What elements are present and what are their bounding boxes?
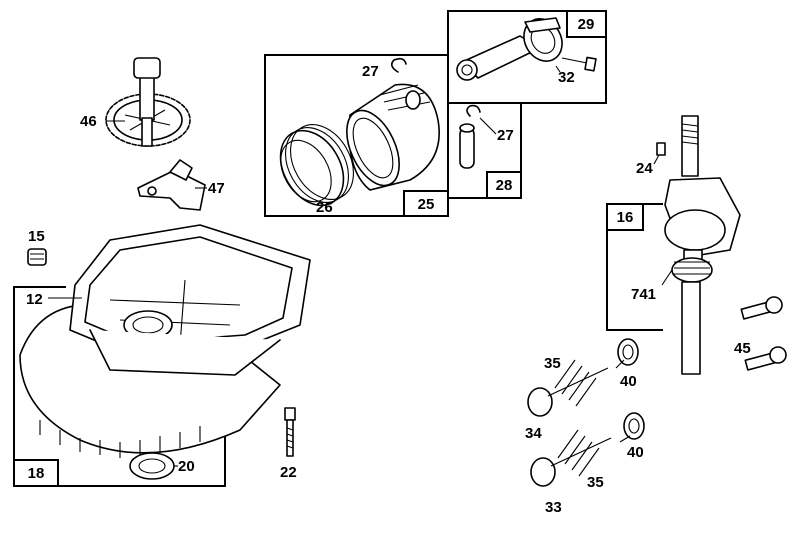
callout-35-lower: 35	[587, 474, 604, 491]
callout-18: 18	[28, 465, 45, 482]
callout-box-29	[566, 10, 607, 38]
callout-22: 22	[280, 464, 297, 481]
callout-box-18	[13, 459, 59, 487]
valve-retainer-lower	[623, 412, 645, 440]
crankshaft-key	[656, 142, 666, 156]
callout-26: 26	[316, 199, 333, 216]
callout-45: 45	[734, 340, 751, 357]
callout-32: 32	[558, 69, 575, 86]
valve-retainer-upper	[617, 338, 639, 366]
engine-sump	[19, 224, 311, 458]
callout-27-pin: 27	[497, 127, 514, 144]
exhaust-valve	[527, 367, 609, 417]
callout-25: 25	[418, 196, 435, 213]
valve-tappets	[740, 296, 787, 371]
callout-24: 24	[636, 160, 653, 177]
callout-46: 46	[80, 113, 97, 130]
valve-spring-lower	[557, 429, 600, 477]
callout-15: 15	[28, 228, 45, 245]
callout-box-28	[486, 171, 522, 199]
leader-lines	[48, 65, 673, 467]
callout-20: 20	[178, 458, 195, 475]
callout-29: 29	[578, 16, 595, 33]
callout-40-upper: 40	[620, 373, 637, 390]
callout-33: 33	[545, 499, 562, 516]
piston-pin-clip-top	[390, 57, 407, 73]
piston-pin	[459, 123, 475, 169]
callout-box-16	[606, 203, 644, 231]
piston-rings	[279, 124, 354, 207]
callout-16: 16	[617, 209, 634, 226]
rod-bolt	[561, 56, 597, 72]
callout-28: 28	[496, 177, 513, 194]
valve-spring-upper	[554, 359, 597, 407]
sump-bolt	[284, 407, 296, 457]
connecting-rod	[456, 17, 563, 81]
crankshaft	[664, 115, 741, 375]
intake-valve	[530, 437, 612, 487]
group-frame-25	[264, 54, 449, 217]
callout-741: 741	[631, 286, 656, 303]
callout-box-25	[403, 190, 449, 217]
governor-bracket	[137, 159, 206, 211]
callout-27-top: 27	[362, 63, 379, 80]
oil-drain-plug	[27, 248, 47, 266]
piston-pin-clip	[466, 104, 481, 117]
callout-12: 12	[26, 291, 43, 308]
oil-seal	[129, 452, 175, 480]
callout-35-upper: 35	[544, 355, 561, 372]
callout-47: 47	[208, 180, 225, 197]
callout-40-lower: 40	[627, 444, 644, 461]
callout-34: 34	[525, 425, 542, 442]
piston	[346, 83, 440, 191]
governor-gear	[105, 57, 191, 147]
